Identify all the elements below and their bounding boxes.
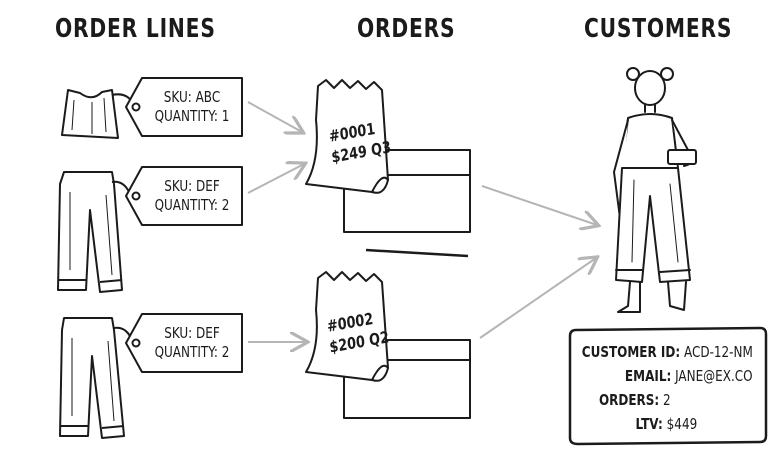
customer-orders-value: 2: [663, 391, 671, 409]
order-line-sku: SKU: DEF: [164, 177, 220, 195]
customer-ltv-row: LTV: $449: [635, 412, 697, 436]
divider: [365, 248, 469, 258]
customer-id-value: ACD-12-NM: [684, 343, 753, 361]
order-line-1-label: SKU: ABC QUANTITY: 1: [152, 88, 232, 126]
pants-icon: [57, 171, 131, 293]
arrow-order2-to-customer: [479, 258, 596, 339]
order-line-sku: SKU: ABC: [163, 88, 221, 106]
customer-orders-label: ORDERS:: [599, 391, 660, 409]
arrow-line2-to-order1: [247, 164, 304, 194]
pants-icon: [59, 317, 133, 439]
top-icon: [61, 89, 133, 139]
column-title-order-lines: ORDER LINES: [55, 14, 216, 44]
customer-id-label: CUSTOMER ID:: [581, 343, 681, 361]
customer-orders-row: ORDERS: 2: [599, 388, 671, 412]
customer-email-value: JANE@EX.CO: [675, 367, 753, 385]
order-line-2-label: SKU: DEF QUANTITY: 2: [152, 177, 232, 215]
order-line-3-label: SKU: DEF QUANTITY: 2: [152, 324, 232, 362]
tag-1: [125, 77, 243, 137]
customer-email-row: EMAIL: JANE@EX.CO: [625, 364, 753, 388]
arrow-line1-to-order1: [247, 101, 302, 132]
customer-figure-icon: [613, 67, 697, 313]
receipt-2: [305, 271, 389, 382]
tag-2: [125, 166, 243, 226]
arrow-order1-to-customer: [481, 185, 597, 225]
customer-card: [568, 326, 768, 446]
order-line-quantity: QUANTITY: 2: [154, 343, 230, 361]
customer-ltv-label: LTV:: [635, 415, 663, 433]
order-line-quantity: QUANTITY: 1: [154, 107, 230, 125]
customer-ltv-value: $449: [666, 415, 697, 433]
customer-id-row: CUSTOMER ID: ACD-12-NM: [582, 340, 753, 364]
customer-email-label: EMAIL:: [625, 367, 672, 385]
order-line-sku: SKU: DEF: [164, 324, 220, 342]
column-title-orders: ORDERS: [357, 14, 456, 44]
column-title-customers: CUSTOMERS: [584, 14, 733, 44]
order-line-quantity: QUANTITY: 2: [154, 196, 230, 214]
tag-3: [125, 313, 243, 373]
receipt-1: [305, 79, 389, 194]
